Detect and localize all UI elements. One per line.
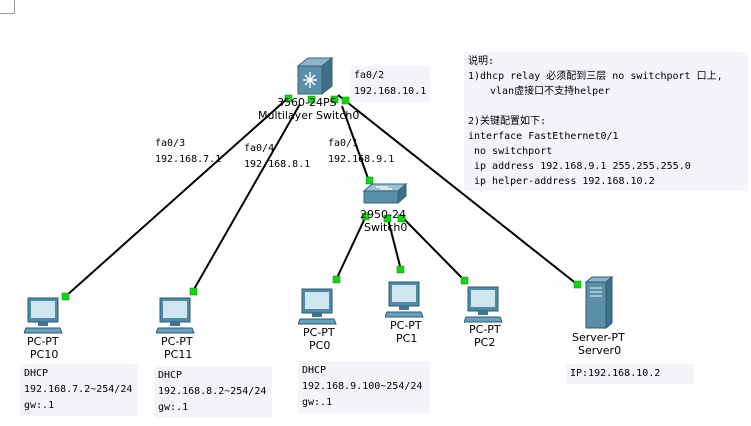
note-cfg4: ip helper-address 192.168.10.2 — [474, 176, 655, 187]
mls-model-label: 3560-24PS — [277, 96, 337, 109]
link-light — [397, 214, 406, 223]
link-switch0-pc2 — [402, 217, 466, 282]
switch-model-label: 2950-24 — [360, 208, 406, 221]
pc11-info-line1: DHCP — [158, 370, 183, 381]
pc11-info-line3: gw:.1 — [158, 402, 189, 413]
link-switch0-pc0 — [335, 217, 366, 281]
note-cfg2: no switchport — [474, 146, 553, 157]
note-cfg3: ip address 192.168.9.1 255.255.255.0 — [474, 161, 691, 172]
explanation-note: 说明: 1)dhcp relay 必须配到三层 no switchport 口上… — [464, 52, 748, 191]
pc10-info-note: DHCP 192.168.7.2~254/24 gw:.1 — [20, 364, 138, 416]
server-info-line1: IP:192.168.10.2 — [570, 368, 661, 379]
link-light — [365, 176, 374, 185]
link-light — [361, 212, 370, 221]
pc-icon[interactable] — [155, 296, 196, 340]
port-fa0-1-box: fa0/1 192.168.9.1 — [328, 136, 394, 168]
pc-icon[interactable] — [384, 280, 425, 324]
link-light — [460, 276, 469, 285]
link-light — [330, 95, 339, 104]
port-fa0-3-ip: 192.168.7.1 — [155, 154, 222, 165]
pc-icon[interactable] — [463, 285, 504, 329]
port-fa0-2-box: fa0/2 192.168.10.1 — [350, 66, 431, 102]
pc0-info-line2: 192.168.9.100~254/24 — [302, 381, 423, 392]
link-light — [383, 214, 392, 223]
link-mls-pc10 — [65, 97, 289, 297]
mls-name-label: Multilayer Switch0 — [258, 109, 360, 122]
pc11-info-line2: 192.168.8.2~254/24 — [158, 386, 267, 397]
server-name-label: Server0 — [578, 344, 622, 357]
port-fa0-3-label: fa0/3 — [155, 138, 186, 149]
link-mls-server0 — [337, 94, 579, 286]
note-title: 说明: — [468, 56, 495, 67]
pc0-info-line1: DHCP — [302, 365, 327, 376]
link-light — [307, 95, 316, 104]
port-fa0-1-ip: 192.168.9.1 — [328, 154, 395, 165]
pc10-name-label: PC10 — [30, 348, 59, 361]
port-fa0-3-box: fa0/3 192.168.7.1 — [155, 136, 221, 168]
pc11-info-note: DHCP 192.168.8.2~254/24 gw:.1 — [154, 366, 272, 418]
server-model-label: Server-PT — [572, 331, 625, 344]
pc0-info-note: DHCP 192.168.9.100~254/24 gw:.1 — [298, 361, 430, 413]
pc-icon[interactable] — [23, 296, 64, 340]
switch-name-label: Switch0 — [364, 221, 408, 234]
note-line1: 1)dhcp relay 必须配到三层 no switchport 口上, — [468, 71, 723, 82]
switch-icon[interactable] — [362, 182, 408, 209]
port-fa0-1-label: fa0/1 — [328, 138, 359, 149]
link-mls-pc11 — [192, 103, 301, 292]
link-light — [189, 287, 198, 296]
pc2-model-label: PC-PT — [469, 323, 501, 336]
pc11-model-label: PC-PT — [161, 335, 193, 348]
link-mls-switch0 — [341, 105, 370, 182]
port-fa0-4-box: fa0/4 192.168.8.1 — [244, 141, 310, 173]
pc11-name-label: PC11 — [164, 348, 193, 361]
link-light — [341, 96, 350, 105]
pc10-info-line2: 192.168.7.2~254/24 — [24, 384, 133, 395]
pc1-model-label: PC-PT — [390, 319, 422, 332]
port-fa0-2-ip: 192.168.10.1 — [354, 86, 427, 97]
canvas-corner-mark — [0, 0, 15, 14]
pc0-model-label: PC-PT — [303, 326, 335, 339]
note-line2: vlan虚接口不支持helper — [490, 86, 611, 97]
server-icon[interactable] — [584, 275, 614, 334]
note-cfg1: interface FastEthernet0/1 — [468, 131, 619, 142]
pc0-name-label: PC0 — [309, 339, 331, 352]
port-fa0-4-label: fa0/4 — [244, 143, 275, 154]
pc2-name-label: PC2 — [474, 336, 496, 349]
note-section2: 2)关键配置如下: — [468, 116, 547, 127]
multilayer-switch-icon[interactable] — [294, 56, 334, 100]
link-light — [396, 265, 405, 274]
link-light — [284, 94, 293, 103]
pc1-name-label: PC1 — [396, 332, 418, 345]
link-switch0-pc1 — [387, 218, 402, 271]
pc10-info-line3: gw:.1 — [24, 400, 55, 411]
pc10-info-line1: DHCP — [24, 368, 49, 379]
link-light — [573, 280, 582, 289]
port-fa0-4-ip: 192.168.8.1 — [244, 159, 311, 170]
port-fa0-2-label: fa0/2 — [354, 70, 385, 81]
link-light — [61, 292, 70, 301]
link-light — [332, 275, 341, 284]
pc0-info-line3: gw:.1 — [302, 397, 333, 408]
server-info-note: IP:192.168.10.2 — [566, 364, 694, 384]
pc10-model-label: PC-PT — [27, 335, 59, 348]
pc-icon[interactable] — [297, 287, 338, 331]
